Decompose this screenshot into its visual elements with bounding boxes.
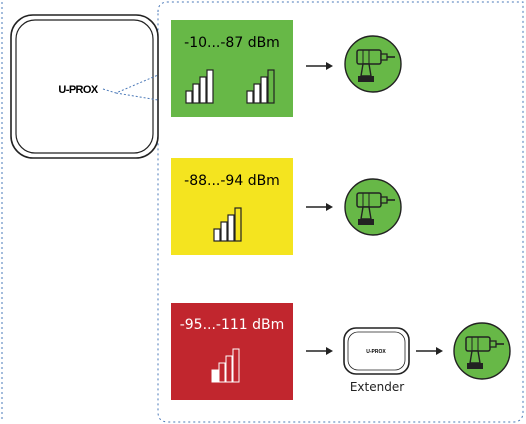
arrow-head [326, 62, 333, 70]
signal-level-weak: U-PROX [171, 303, 511, 400]
drill-icon [344, 35, 402, 93]
extender-device: U-PROX [343, 327, 410, 375]
signal-bars-icon [246, 69, 275, 104]
level-range-label: -10...-87 dBm [184, 35, 280, 51]
signal-bars-icon [185, 69, 214, 104]
hub-label: U-PROX [58, 84, 98, 96]
level-range-label: -88...-94 dBm [184, 173, 280, 189]
level-range-label: -95...-111 dBm [179, 317, 285, 333]
zone-dotted-border [157, 1, 524, 423]
drill-icon [453, 322, 511, 380]
arrow-head [326, 347, 333, 355]
signal-bars-icon [211, 348, 240, 383]
arrow-head [326, 203, 333, 211]
hub-device: U-PROX [10, 14, 159, 159]
signal-level-strong [171, 20, 402, 117]
level-card [171, 303, 293, 400]
drill-icon [344, 178, 402, 236]
signal-level-medium [171, 158, 402, 255]
arrow-head [436, 347, 443, 355]
signal-bars-icon [213, 207, 242, 242]
hub-connector [102, 74, 159, 101]
extender-label: Extender [349, 380, 405, 394]
extender-device-text: U-PROX [366, 349, 386, 355]
